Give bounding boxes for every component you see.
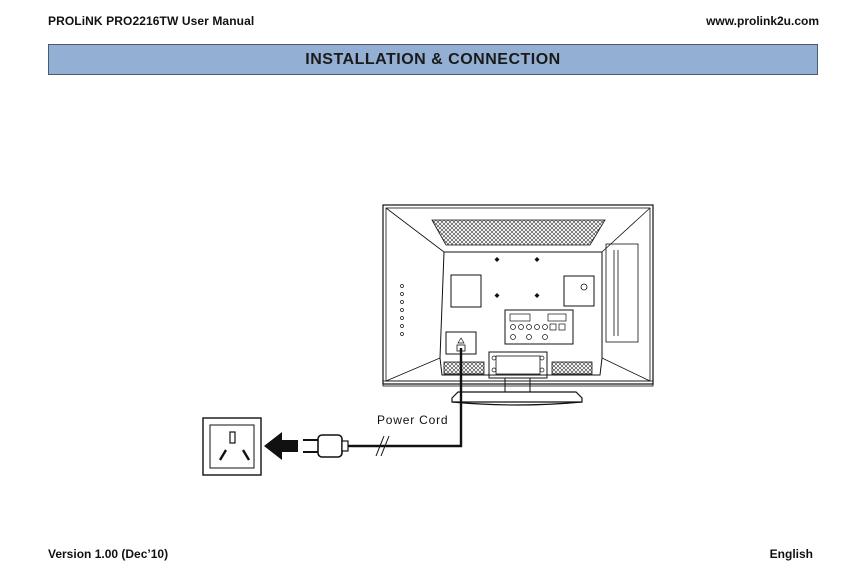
tv-rear-panel-icon (383, 205, 653, 405)
power-cord-label: Power Cord (377, 413, 448, 427)
language-label: English (770, 547, 813, 561)
version-label: Version 1.00 (Dec’10) (48, 547, 168, 561)
arrow-left-icon (264, 432, 298, 460)
wall-socket-icon (203, 418, 261, 475)
power-plug-icon (303, 435, 348, 457)
